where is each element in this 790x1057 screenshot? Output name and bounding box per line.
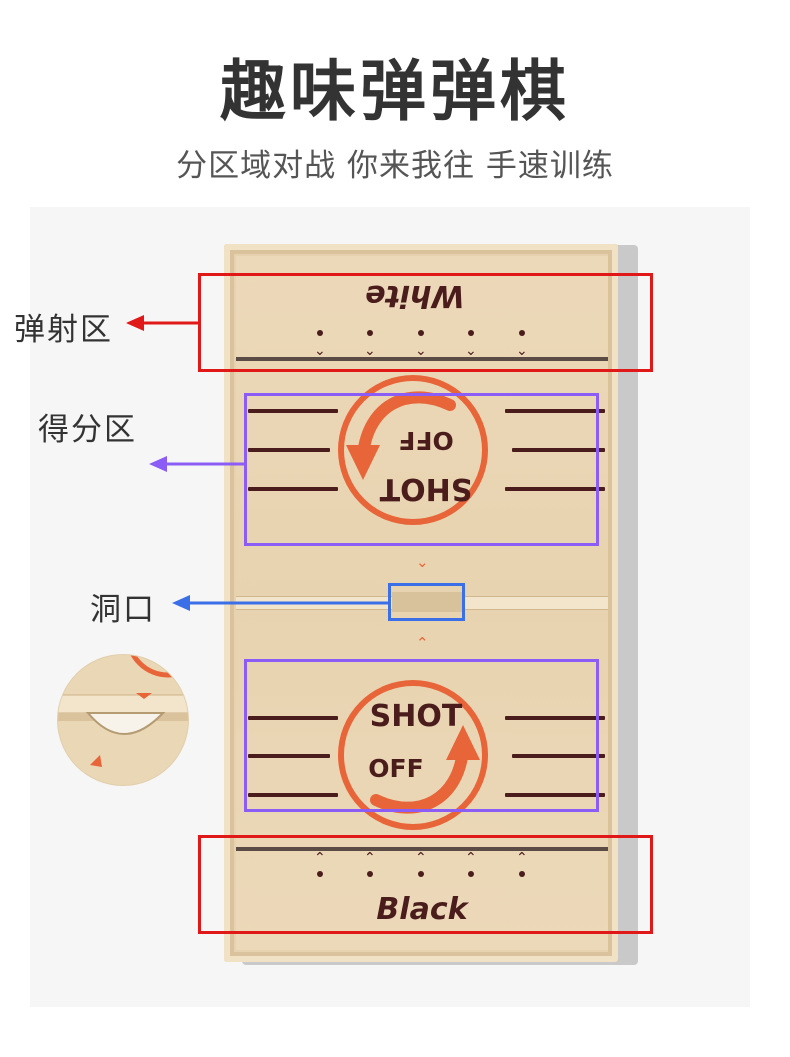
chevron-up-icon: ⌃ (415, 850, 427, 866)
chevron-down-icon: ⌄ (364, 343, 376, 359)
chevron-down-icon: ⌄ (465, 343, 477, 359)
score-zone-box-top (244, 393, 599, 546)
score-stripe (512, 754, 605, 758)
launch-dot (468, 330, 474, 336)
hole-detail-illustration (58, 655, 188, 767)
score-stripe (248, 409, 338, 413)
launch-dot (317, 330, 323, 336)
launch-zone-box-bottom (198, 835, 653, 934)
launch-dot (468, 871, 474, 877)
hole-label: 洞口 (90, 592, 156, 628)
divider-hole (392, 592, 462, 612)
score-stripe (512, 448, 605, 452)
bottom-player-label: Black (376, 892, 468, 927)
hole-box (388, 583, 465, 621)
launch-zone-box-top (198, 273, 653, 372)
top-logo-circle (338, 375, 488, 525)
chevron-down-icon: ⌄ (415, 343, 427, 359)
bottom-logo-text-off: OFF (368, 754, 424, 783)
score-stripe (505, 487, 605, 491)
bottom-rubber-band (236, 847, 608, 851)
launch-zone-label: 弹射区 (14, 312, 113, 348)
launch-dot (519, 871, 525, 877)
chevron-down-icon: ⌄ (314, 343, 326, 359)
score-zone-label: 得分区 (38, 412, 137, 448)
chevron-up-icon: ⌃ (416, 634, 429, 652)
chevron-up-icon: ⌃ (314, 850, 326, 866)
score-stripe (248, 793, 338, 797)
top-rubber-band (236, 357, 608, 361)
score-stripe (248, 487, 338, 491)
hole-detail-inset (58, 655, 188, 785)
chevron-up-icon: ⌃ (465, 850, 477, 866)
launch-dot (519, 330, 525, 336)
bottom-logo-circle (338, 680, 488, 830)
score-stripe (248, 754, 330, 758)
page-title: 趣味弹弹棋 (220, 53, 570, 130)
page-subtitle: 分区域对战 你来我往 手速训练 (176, 148, 614, 184)
score-stripe (505, 716, 605, 720)
launch-dot (418, 871, 424, 877)
launch-dot (317, 871, 323, 877)
bottom-logo-arrow-icon (370, 725, 480, 814)
top-logo-arrow-icon (346, 391, 456, 480)
launch-dot (418, 330, 424, 336)
launch-dot (367, 330, 373, 336)
score-stripe (505, 793, 605, 797)
chevron-down-icon: ⌄ (416, 553, 429, 571)
chevron-up-icon: ⌃ (516, 850, 528, 866)
score-zone-box-bottom (244, 659, 599, 812)
score-stripe (248, 716, 338, 720)
chevron-down-icon: ⌄ (516, 343, 528, 359)
score-stripe (248, 448, 330, 452)
score-stripe (505, 409, 605, 413)
bottom-logo-text-shot: SHOT (369, 699, 463, 734)
launch-dot (367, 871, 373, 877)
chevron-up-icon: ⌃ (364, 850, 376, 866)
